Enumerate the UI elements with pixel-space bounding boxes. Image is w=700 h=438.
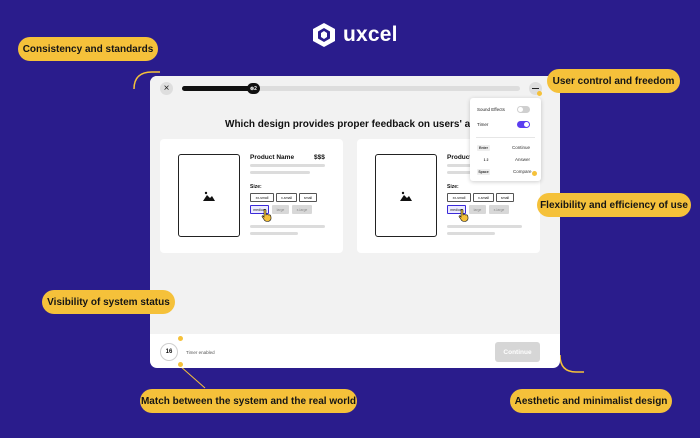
settings-popover: Sound Effects Timer Enter Continue 1 2 A… xyxy=(470,98,541,181)
size-chip-small[interactable]: small xyxy=(299,193,317,202)
callout-consistency: Consistency and standards xyxy=(18,37,158,61)
size-chip-large[interactable]: large xyxy=(272,205,289,214)
progress-badge: ⊗2 xyxy=(246,83,260,94)
toggle-knob xyxy=(524,122,529,127)
callout-anchor-dot xyxy=(537,91,542,96)
size-chip-large[interactable]: large xyxy=(469,205,486,214)
size-chip-xx-small[interactable]: xx-small xyxy=(447,193,471,202)
product-price: $$$ xyxy=(314,154,325,161)
size-chip-x-small[interactable]: x-small xyxy=(473,193,494,202)
shortcut-action-continue: Continue xyxy=(512,145,531,150)
callout-flexibility: Flexibility and efficiency of use xyxy=(537,193,691,217)
text-placeholder-line xyxy=(250,232,298,235)
size-label: Size: xyxy=(250,184,262,190)
product-image-placeholder xyxy=(178,154,240,237)
quiz-body: × ⊗2 Which design provides proper feedba… xyxy=(150,76,560,334)
callout-user-control: User control and freedom xyxy=(547,69,680,93)
product-title: Product Name xyxy=(447,154,491,161)
quiz-window: × ⊗2 Which design provides proper feedba… xyxy=(150,76,560,368)
size-chip-xx-small[interactable]: xx-small xyxy=(250,193,274,202)
continue-button[interactable]: Continue xyxy=(495,342,540,362)
size-chip-medium[interactable]: medium xyxy=(447,205,466,214)
timer-toggle[interactable] xyxy=(517,121,530,128)
callout-anchor-dot xyxy=(178,362,183,367)
shortcut-key-enter: Enter xyxy=(477,145,490,151)
timer-countdown: 16 xyxy=(160,343,178,361)
callout-aesthetic: Aesthetic and minimalist design xyxy=(510,389,672,413)
settings-divider xyxy=(476,137,535,138)
callout-anchor-dot xyxy=(178,336,183,341)
toggle-knob xyxy=(518,107,523,112)
question-text: Which design provides proper feedback on… xyxy=(225,119,506,130)
shortcut-action-answer: Answer xyxy=(515,157,531,162)
size-chip-x-large[interactable]: x-large xyxy=(292,205,312,214)
hand-pointer-icon xyxy=(261,209,272,222)
leader-aesthetic xyxy=(559,354,584,373)
timer-label: Timer xyxy=(477,122,489,127)
size-chip-small[interactable]: small xyxy=(496,193,514,202)
text-placeholder-line xyxy=(447,225,522,228)
product-image-placeholder xyxy=(375,154,437,237)
image-icon xyxy=(203,191,215,201)
sound-effects-toggle[interactable] xyxy=(517,106,530,113)
text-placeholder-line xyxy=(250,171,310,174)
size-chip-x-large[interactable]: x-large xyxy=(489,205,509,214)
text-placeholder-line xyxy=(250,164,325,167)
product-title: Product Name xyxy=(250,154,295,161)
shortcut-action-compare: Compare xyxy=(513,169,532,174)
minus-icon xyxy=(532,87,539,90)
image-icon xyxy=(400,191,412,201)
size-label: Size: xyxy=(447,184,459,190)
size-chip-x-small[interactable]: x-small xyxy=(276,193,297,202)
answer-card-a[interactable]: Product Name $$$ Size: xx-small x-small … xyxy=(160,139,343,253)
close-button[interactable]: × xyxy=(160,82,173,95)
shortcut-key-space: Space xyxy=(477,169,490,175)
progress-fill xyxy=(182,86,253,91)
timer-status-text: Timer enabled xyxy=(186,350,215,355)
size-chip-medium[interactable]: medium xyxy=(250,205,269,214)
brand-name: uxcel xyxy=(343,23,398,46)
close-icon: × xyxy=(163,83,170,94)
callout-match: Match between the system and the real wo… xyxy=(140,389,357,413)
text-placeholder-line xyxy=(447,232,495,235)
callout-anchor-dot xyxy=(532,171,537,176)
shortcut-key-numbers: 1 2 xyxy=(483,158,489,162)
callout-visibility: Visibility of system status xyxy=(42,290,175,314)
hand-pointer-icon xyxy=(458,209,469,222)
leader-match xyxy=(179,365,206,389)
text-placeholder-line xyxy=(250,225,325,228)
uxcel-logo: uxcel xyxy=(312,22,398,48)
progress-bar: ⊗2 xyxy=(182,83,520,94)
uxcel-logo-icon xyxy=(313,23,335,47)
sound-effects-label: Sound Effects xyxy=(477,107,505,112)
